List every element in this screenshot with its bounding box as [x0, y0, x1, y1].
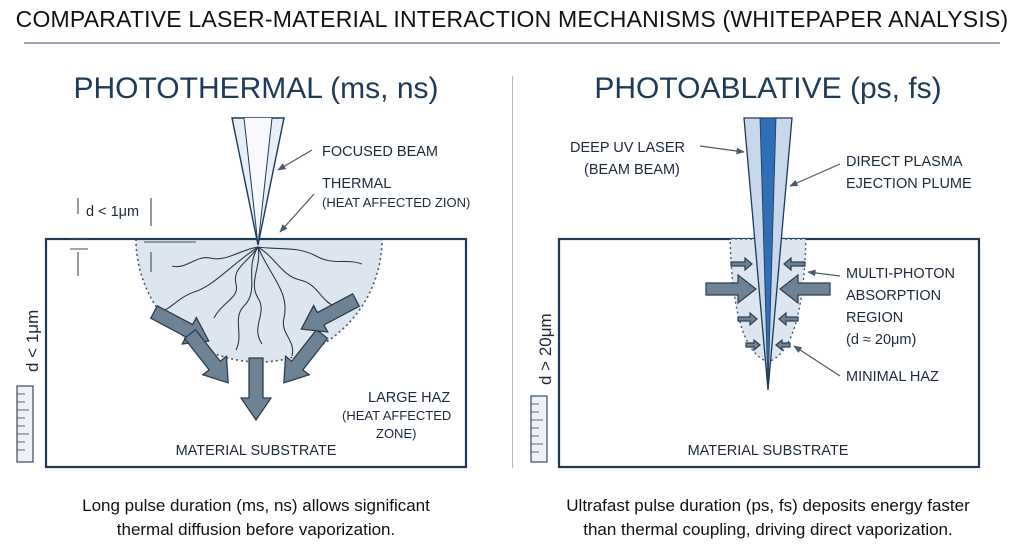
- plasma-sublabel: EJECTION PLUME: [846, 176, 972, 192]
- column-divider: [512, 76, 513, 468]
- multi-photon-label: MULTI-PHOTON: [846, 266, 955, 282]
- thermal-label: THERMAL: [322, 176, 391, 192]
- large-haz-sublabel-2: ZONE): [376, 426, 416, 441]
- scale-ruler-right: [530, 395, 548, 463]
- multi-photon-line-2: ABSORPTION: [846, 288, 941, 304]
- photothermal-panel: PHOTOTHERMAL (ms, ns) FO: [16, 72, 470, 469]
- photoablative-caption: Ultrafast pulse duration (ps, fs) deposi…: [512, 494, 1024, 542]
- photoablative-caption-line-2: than thermal coupling, driving direct va…: [583, 520, 953, 539]
- large-haz-label: LARGE HAZ: [368, 390, 450, 406]
- thermal-sublabel: (HEAT AFFECTED ZION): [322, 195, 470, 210]
- deep-uv-sublabel: (BEAM BEAM): [584, 162, 680, 178]
- photoablative-heading: PHOTOABLATIVE (ps, fs): [594, 72, 941, 105]
- photoablative-caption-line-1: Ultrafast pulse duration (ps, fs) deposi…: [566, 496, 970, 515]
- depth-marker-top: [70, 198, 196, 276]
- large-haz-sublabel-1: (HEAT AFFECTED: [342, 408, 451, 423]
- beam-core: [759, 117, 777, 391]
- multi-photon-line-4: (d ≈ 20μm): [846, 332, 916, 348]
- title-rule: [24, 42, 1000, 44]
- focused-beam-label: FOCUSED BEAM: [322, 144, 438, 160]
- deep-uv-label: DEEP UV LASER: [570, 140, 685, 156]
- depth-side-label-right: d > 20μm: [536, 313, 555, 385]
- substrate-label-left: MATERIAL SUBSTRATE: [176, 443, 337, 459]
- substrate-label-right: MATERIAL SUBSTRATE: [688, 443, 849, 459]
- multi-photon-line-3: REGION: [846, 310, 903, 326]
- depth-top-label: d < 1μm: [86, 204, 139, 220]
- compression-arrows: [705, 256, 831, 352]
- diagram-canvas: PHOTOTHERMAL (ms, ns) FO: [16, 72, 981, 469]
- main-title: COMPARATIVE LASER-MATERIAL INTERACTION M…: [15, 6, 1009, 32]
- plasma-label: DIRECT PLASMA: [846, 154, 963, 170]
- photothermal-heading: PHOTOTHERMAL (ms, ns): [73, 72, 438, 105]
- photothermal-caption: Long pulse duration (ms, ns) allows sign…: [0, 494, 512, 542]
- photothermal-caption-line-2: thermal diffusion before vaporization.: [116, 520, 396, 539]
- depth-side-label-left: d < 1μm: [23, 310, 42, 372]
- photothermal-caption-line-1: Long pulse duration (ms, ns) allows sign…: [82, 496, 430, 515]
- thermal-diffusion-lines: [155, 246, 363, 357]
- material-substrate-left: [44, 237, 468, 469]
- heat-arrows: [149, 292, 361, 422]
- scale-ruler-left: [16, 385, 34, 463]
- photoablative-panel: PHOTOABLATIVE (ps, fs) DEEP UV LASER (BE…: [530, 72, 981, 469]
- minimal-haz-label: MINIMAL HAZ: [846, 369, 939, 385]
